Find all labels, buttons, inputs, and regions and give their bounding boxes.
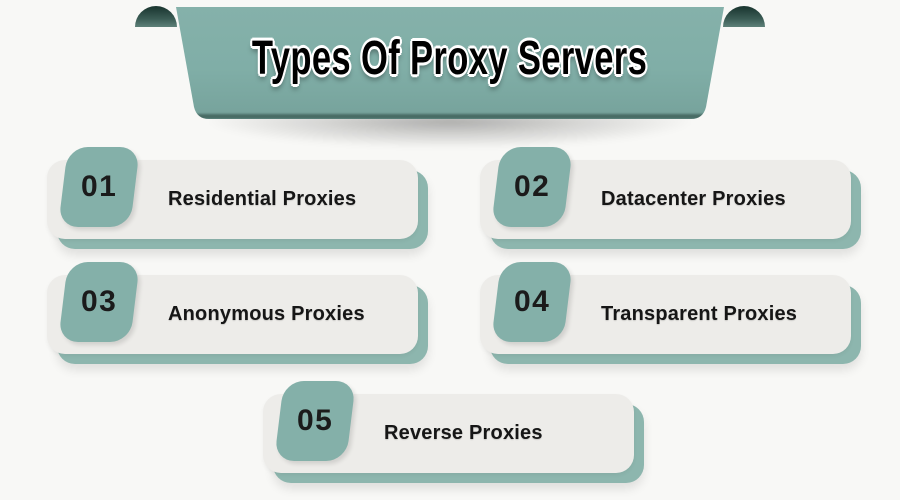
proxy-type-card-4: 04 Transparent Proxies xyxy=(480,262,861,364)
banner-bottom-edge xyxy=(176,114,724,119)
item-number: 02 xyxy=(513,170,551,203)
proxy-type-card-3: 03 Anonymous Proxies xyxy=(47,262,428,364)
page-title: Types Of Proxy Servers xyxy=(252,31,648,85)
item-label: Reverse Proxies xyxy=(384,422,543,444)
ribbon-fold-left-icon xyxy=(135,6,177,27)
item-label: Residential Proxies xyxy=(168,188,357,210)
item-number: 01 xyxy=(80,170,118,203)
proxy-type-card-2: 02 Datacenter Proxies xyxy=(480,147,861,249)
item-label: Transparent Proxies xyxy=(601,303,798,325)
item-number-badge: 02 xyxy=(491,147,573,227)
item-label: Anonymous Proxies xyxy=(168,303,365,325)
item-number: 03 xyxy=(80,285,118,318)
item-number: 05 xyxy=(296,404,334,437)
item-number-badge: 01 xyxy=(58,147,140,227)
item-number-badge: 05 xyxy=(274,381,356,461)
item-label: Datacenter Proxies xyxy=(601,188,786,210)
banner-drop-shadow xyxy=(210,116,690,148)
ribbon-fold-right-icon xyxy=(723,6,765,27)
item-number-badge: 04 xyxy=(491,262,573,342)
proxy-type-card-1: 01 Residential Proxies xyxy=(47,147,428,249)
item-number: 04 xyxy=(513,285,551,318)
proxy-type-card-5: 05 Reverse Proxies xyxy=(263,381,644,483)
title-banner: Types Of Proxy Servers xyxy=(176,7,724,119)
item-number-badge: 03 xyxy=(58,262,140,342)
